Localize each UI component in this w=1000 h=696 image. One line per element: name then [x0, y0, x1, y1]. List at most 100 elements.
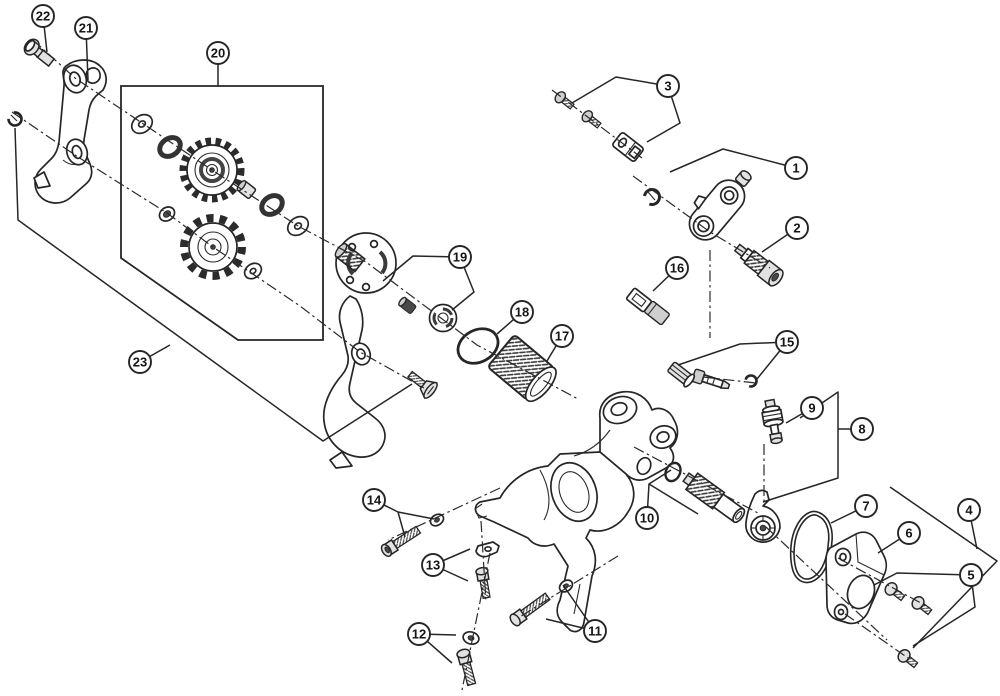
- callout-20: 20: [206, 41, 230, 65]
- callout-number-23: 23: [133, 355, 147, 370]
- callout-number-10: 10: [640, 511, 654, 526]
- callout-circle-16: [665, 256, 689, 280]
- callout-circle-20: [206, 41, 230, 65]
- callout-number-8: 8: [858, 422, 865, 437]
- axis-line-3: [551, 89, 643, 159]
- axis-line-10: [837, 557, 931, 609]
- e-clip-icon: [643, 188, 661, 206]
- o-ring-and-spring-piston: [664, 461, 746, 524]
- adjuster-bracket-unit: [745, 489, 781, 543]
- cable-clamp-screw-set: [554, 91, 644, 162]
- cage-bushing: [398, 296, 417, 314]
- callout-circle-6: [897, 521, 921, 545]
- callout-number-16: 16: [670, 261, 684, 276]
- inner-cage-plate: [322, 295, 386, 458]
- callout-circle-18: [510, 300, 534, 324]
- callout-number-15: 15: [780, 335, 794, 350]
- callout-number-9: 9: [808, 401, 815, 416]
- callout-13: 13: [421, 553, 445, 577]
- cage-stopper-screw: [23, 38, 56, 68]
- callout-circle-10: [635, 506, 659, 530]
- callout-circle-17: [550, 324, 574, 348]
- callout-9: 9: [800, 396, 824, 420]
- callout-23: 23: [128, 350, 152, 374]
- callout-number-7: 7: [862, 499, 869, 514]
- o-ring-seal: [456, 327, 500, 365]
- leader-3-2: [646, 85, 681, 143]
- callout-number-13: 13: [426, 558, 440, 573]
- callout-circle-7: [854, 494, 878, 518]
- callout-number-11: 11: [588, 624, 602, 639]
- callout-19: 19: [448, 245, 472, 269]
- leader-15-1: [677, 341, 788, 366]
- axis-line-11: [844, 613, 909, 659]
- callout-7: 7: [854, 494, 878, 518]
- pulley-set-group-box: [120, 85, 324, 341]
- callout-circle-5: [959, 563, 983, 587]
- switch-cover: [825, 531, 888, 625]
- cable-clamp-and-bolt: [475, 541, 500, 600]
- adjust-plate: [428, 303, 458, 333]
- leader-4-1: [889, 486, 998, 649]
- cage-tension-spring: [488, 335, 557, 403]
- callout-circle-15: [775, 330, 799, 354]
- callout-circle-19: [448, 245, 472, 269]
- b-axle-bolt: [667, 361, 696, 388]
- fixing-bolt-with-washer-left: [380, 513, 445, 558]
- callout-10: 10: [635, 506, 659, 530]
- parts-layer: [7, 38, 933, 687]
- callout-12: 12: [407, 622, 431, 646]
- callout-6: 6: [897, 521, 921, 545]
- leader-5-1: [873, 572, 972, 586]
- axis-line-2: [11, 111, 425, 389]
- cover-gasket: [789, 510, 833, 584]
- callout-22: 22: [31, 4, 55, 28]
- cable-fixing-bolt-and-clip: [691, 368, 758, 390]
- axis-line-14: [387, 487, 501, 541]
- pulley-set: [130, 113, 310, 280]
- callout-circle-8: [850, 417, 874, 441]
- contact-plates: [625, 287, 670, 326]
- axis-line-9: [765, 526, 888, 641]
- callout-number-2: 2: [793, 221, 800, 236]
- callout-circle-23: [128, 350, 152, 374]
- washer: [130, 113, 154, 135]
- leader-14-2: [397, 511, 435, 520]
- callout-number-3: 3: [664, 79, 671, 94]
- callout-circle-1: [784, 156, 808, 180]
- leader-3-1: [571, 76, 669, 104]
- seal-ring: [157, 135, 183, 159]
- leader-23-1: [14, 127, 413, 442]
- callout-circle-9: [800, 396, 824, 420]
- callout-18: 18: [510, 300, 534, 324]
- callout-number-4: 4: [965, 503, 973, 518]
- callout-number-12: 12: [412, 627, 426, 642]
- callout-number-18: 18: [515, 305, 529, 320]
- callout-circle-3: [656, 74, 680, 98]
- callout-number-1: 1: [792, 161, 799, 176]
- leader-19-1: [382, 255, 461, 282]
- axis-line-13: [517, 555, 619, 619]
- washer: [158, 206, 176, 222]
- axis-line-12: [461, 552, 491, 691]
- callout-number-5: 5: [967, 568, 974, 583]
- callout-number-22: 22: [36, 9, 50, 24]
- callout-number-19: 19: [453, 250, 467, 265]
- callout-16: 16: [665, 256, 689, 280]
- barrel-adjuster: [761, 398, 784, 445]
- callout-circle-14: [362, 488, 386, 512]
- axis-line-1: [32, 39, 579, 400]
- cover-screws: [884, 582, 933, 669]
- callout-21: 21: [74, 16, 98, 40]
- callout-number-20: 20: [211, 46, 225, 61]
- inner-cage-plate-assembly: [322, 232, 458, 469]
- callout-2: 2: [785, 216, 809, 240]
- callout-3: 3: [656, 74, 680, 98]
- callout-number-6: 6: [905, 526, 912, 541]
- axis-layer: [11, 39, 931, 691]
- callout-circle-2: [785, 216, 809, 240]
- cage-stopper-bolt: [406, 370, 438, 400]
